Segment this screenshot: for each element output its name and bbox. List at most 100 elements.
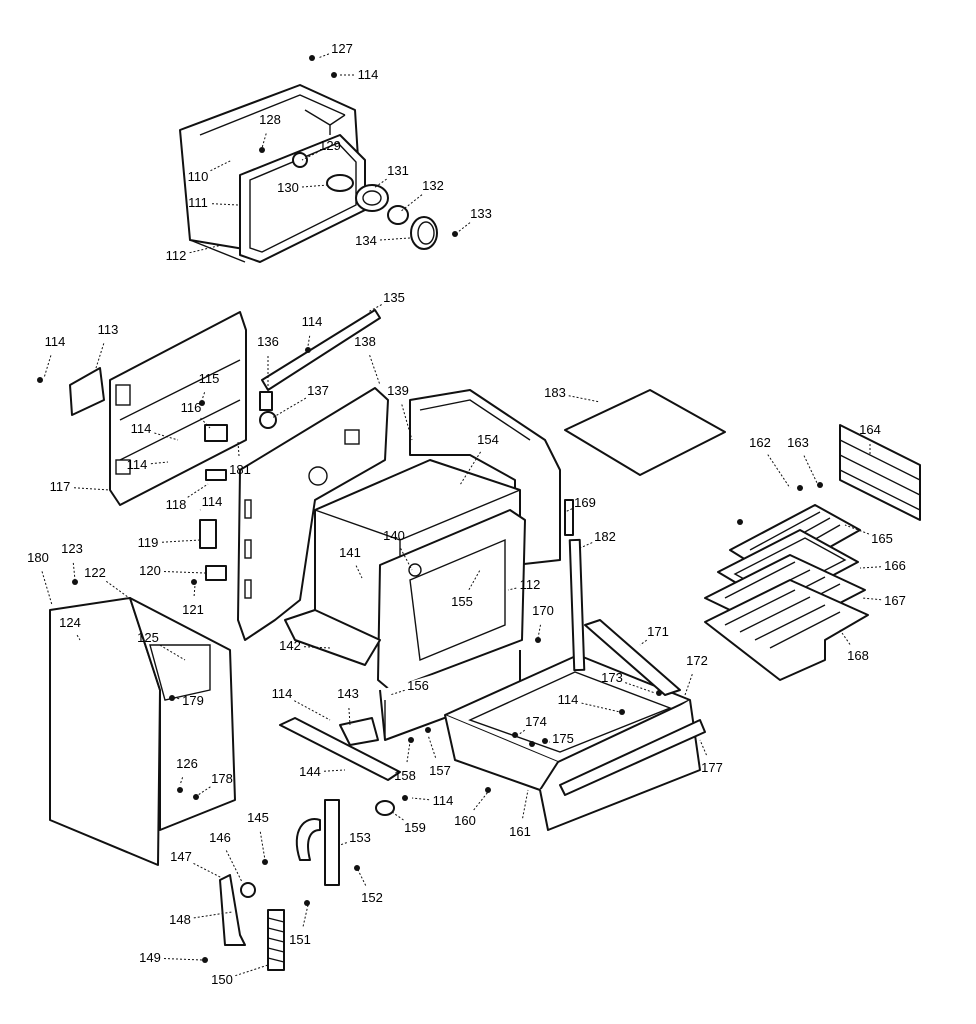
leader-line-152: [357, 869, 367, 886]
leader-line-138: [369, 355, 381, 386]
callout-156: 156: [407, 678, 429, 693]
broil-element: [839, 424, 921, 521]
leader-line-168: [839, 629, 851, 645]
drawer-front-trim: [559, 719, 706, 796]
callout-136: 136: [257, 334, 279, 349]
leader-line-115: [201, 392, 206, 401]
callout-145: 145: [247, 810, 269, 825]
door-spring: [267, 909, 285, 971]
leader-line-166: [859, 566, 882, 569]
leader-line-182: [579, 542, 593, 549]
callout-139: 139: [387, 383, 409, 398]
leader-line-137: [271, 397, 307, 419]
callout-147: 147: [170, 849, 192, 864]
leader-line-143: [348, 707, 351, 726]
leader-lines: [41, 53, 882, 977]
leader-line-140: [400, 548, 413, 571]
callout-114: 114: [45, 334, 66, 349]
callout-177: 177: [701, 760, 723, 775]
terminal-block-parts: [199, 424, 228, 581]
leader-line-114: [411, 797, 430, 801]
callout-153: 153: [349, 830, 371, 845]
leader-line-114: [43, 355, 52, 379]
side-panel: [49, 597, 236, 866]
leader-line-142: [303, 646, 331, 649]
leader-line-148: [193, 911, 233, 919]
callout-113: 113: [98, 322, 119, 337]
callout-174: 174: [525, 714, 547, 729]
callout-154: 154: [477, 432, 499, 447]
leader-line-145: [259, 831, 266, 861]
leader-line-149: [163, 958, 203, 961]
oven-door-frame: [377, 509, 526, 691]
oven-rack-2: [704, 579, 869, 681]
callout-179: 179: [182, 693, 204, 708]
callout-146: 146: [209, 830, 231, 845]
callout-163: 163: [787, 435, 809, 450]
light-socket-parts: [292, 152, 438, 250]
callout-114: 114: [272, 686, 293, 701]
callout-159: 159: [404, 820, 426, 835]
leader-line-122: [106, 580, 133, 601]
leader-line-147: [193, 862, 223, 879]
access-cover-plate: [69, 367, 105, 416]
leader-line-114: [581, 702, 621, 713]
callout-114: 114: [558, 692, 579, 707]
callout-119: 119: [138, 535, 159, 550]
callout-150: 150: [211, 972, 233, 987]
callout-170: 170: [532, 603, 554, 618]
callout-126: 126: [176, 756, 198, 771]
callout-158: 158: [394, 768, 416, 783]
bottom-floor-panel: [284, 609, 381, 666]
leader-line-117: [73, 487, 111, 491]
leader-line-167: [861, 597, 882, 601]
callout-125: 125: [137, 630, 159, 645]
callout-165: 165: [871, 531, 893, 546]
leader-line-127: [317, 53, 330, 59]
callout-116: 116: [181, 400, 202, 415]
drawer-side-rail: [584, 619, 681, 696]
callout-120: 120: [139, 563, 161, 578]
leader-line-153: [339, 842, 347, 846]
leader-line-112: [189, 244, 223, 254]
leader-line-177: [699, 739, 707, 756]
top-trim-rail: [261, 309, 381, 391]
leader-line-158: [406, 741, 411, 763]
callout-115: 115: [199, 371, 220, 386]
callout-167: 167: [884, 593, 906, 608]
callout-131: 131: [387, 163, 409, 178]
leader-line-179: [174, 697, 180, 700]
switch-parts: [259, 391, 277, 429]
leader-line-180: [41, 571, 53, 606]
fasteners: [37, 55, 823, 963]
leader-line-124: [76, 634, 81, 641]
leader-line-170: [537, 624, 541, 639]
leader-line-157: [427, 734, 437, 758]
leader-line-160: [473, 791, 489, 811]
leader-line-150: [235, 964, 269, 977]
leader-line-161: [522, 789, 529, 819]
callout-168: 168: [847, 648, 869, 663]
leader-line-112: [507, 587, 517, 591]
leader-line-135: [367, 304, 382, 313]
leader-line-172: [684, 674, 693, 696]
leader-line-156: [389, 689, 405, 696]
callout-124: 124: [59, 615, 81, 630]
callout-112: 112: [520, 577, 541, 592]
callout-121: 121: [182, 602, 204, 617]
callout-180: 180: [27, 550, 49, 565]
callout-178: 178: [211, 771, 233, 786]
callout-118: 118: [166, 497, 187, 512]
leader-line-151: [302, 904, 309, 927]
callout-142: 142: [279, 638, 301, 653]
callout-123: 123: [61, 541, 83, 556]
callout-183: 183: [544, 385, 566, 400]
leader-line-173: [625, 682, 656, 694]
leader-line-146: [225, 850, 243, 883]
callout-151: 151: [289, 932, 311, 947]
callout-171: 171: [647, 624, 669, 639]
vertical-brace: [564, 499, 586, 672]
leader-line-129: [301, 151, 318, 161]
leader-line-123: [72, 562, 76, 581]
leader-line-163: [803, 455, 819, 486]
